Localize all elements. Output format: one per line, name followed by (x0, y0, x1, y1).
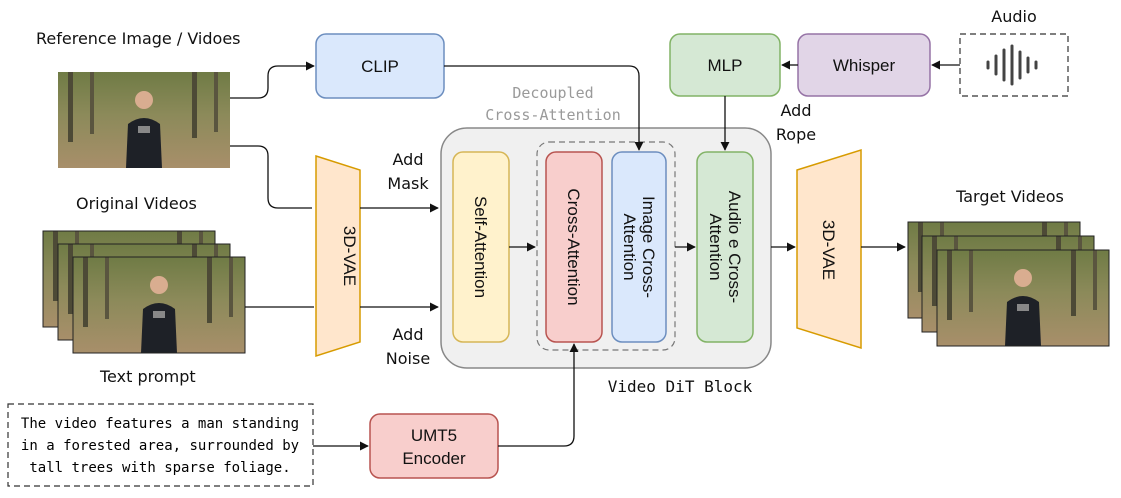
mlp-label: MLP (708, 56, 743, 75)
add-rope-label-2: Rope (776, 125, 816, 144)
self-attention-label: Self-Attention (471, 196, 490, 298)
decoupled-label-1: Decoupled (512, 84, 593, 102)
add-noise-label-1: Add (393, 325, 424, 344)
cross-attention-block: Cross-Attention (545, 151, 603, 343)
clip-box: CLIP (315, 33, 445, 99)
video-dit-block (440, 127, 772, 369)
video-dit-block-label: Video DiT Block (608, 377, 753, 396)
text-prompt-label: Text prompt (99, 367, 196, 386)
original-videos-stack (42, 230, 246, 354)
decoupled-group (536, 141, 676, 351)
image-cross-attention-block: Image Cross- Attention (611, 151, 667, 343)
target-videos-label: Target Videos (955, 187, 1064, 206)
audio-waveform-icon (959, 33, 1069, 97)
add-noise-label-2: Noise (386, 349, 430, 368)
vae-input-block: 3D-VAE (315, 154, 361, 358)
image-cross-label-2: Attention (620, 213, 639, 280)
whisper-label: Whisper (833, 56, 896, 75)
vae-output-block: 3D-VAE (796, 148, 862, 350)
prompt-line-1: The video features a man standing (21, 416, 299, 432)
reference-image (58, 72, 230, 168)
arrow-clip-to-image-cross (444, 65, 644, 151)
self-attention-block: Self-Attention (452, 151, 510, 343)
vae-input-label: 3D-VAE (340, 226, 359, 286)
mlp-box: MLP (669, 33, 781, 97)
prompt-line-3: tall trees with sparse foliage. (29, 460, 290, 476)
whisper-box: Whisper (797, 33, 931, 97)
text-prompt-box: The video features a man standing in a f… (7, 403, 314, 487)
audio-label: Audio (991, 7, 1036, 26)
umt5-label-1: UMT5 (411, 426, 457, 445)
image-cross-label-1: Image Cross- (639, 196, 658, 298)
umt5-label-2: Encoder (402, 449, 466, 468)
audio-cross-attention-block: Audio e Cross- Attention (696, 151, 754, 343)
add-mask-label-1: Add (393, 150, 424, 169)
vae-output-label: 3D-VAE (819, 220, 838, 280)
original-videos-label: Original Videos (76, 194, 197, 213)
arrow-umt5-to-cross (498, 343, 579, 447)
prompt-line-2: in a forested area, surrounded by (21, 438, 299, 454)
arrow-ref-to-clip (230, 61, 315, 99)
decoupled-label-2: Cross-Attention (485, 106, 620, 124)
audio-cross-label-2: Attention (706, 213, 725, 280)
line-ref-to-vae (230, 145, 312, 209)
add-rope-label-1: Add (781, 101, 812, 120)
connectors (230, 60, 960, 451)
audio-cross-label-1: Audio e Cross- (725, 191, 744, 303)
reference-images-label: Reference Image / Vidoes (36, 29, 241, 48)
umt5-encoder-box: UMT5 Encoder (369, 413, 499, 479)
add-mask-label-2: Mask (387, 174, 429, 193)
target-videos-stack (907, 221, 1110, 347)
cross-attention-label: Cross-Attention (564, 188, 583, 305)
clip-label: CLIP (361, 57, 399, 76)
